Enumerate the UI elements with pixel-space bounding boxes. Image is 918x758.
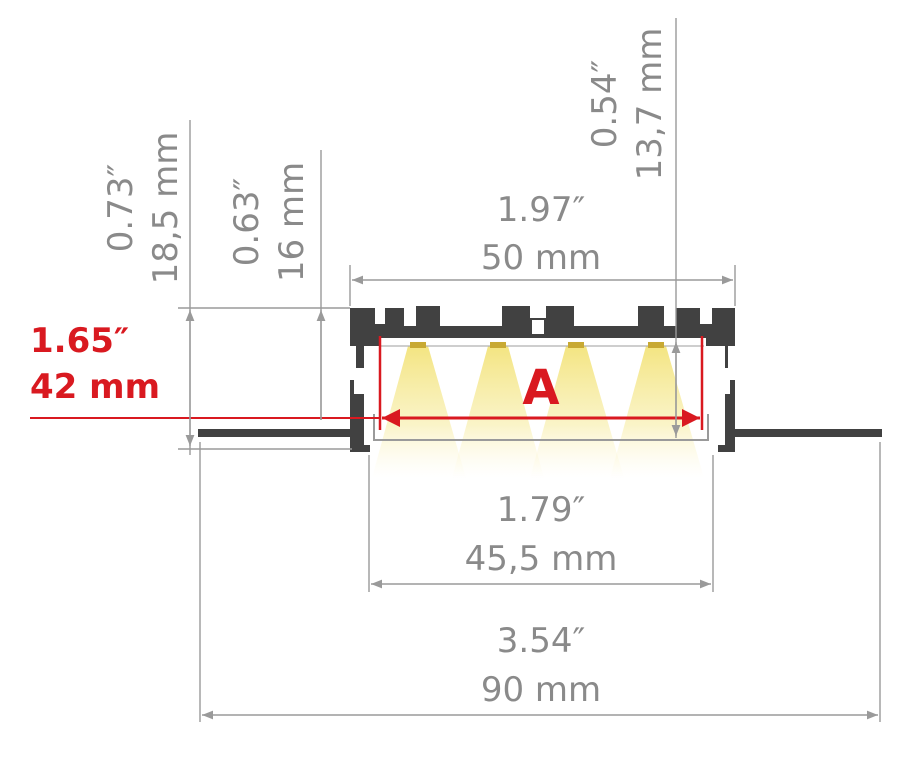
led-chip — [568, 342, 584, 348]
flange-width-mm: 90 mm — [481, 670, 601, 710]
light-beam — [372, 346, 466, 478]
profile-width-inch: 1.97″ — [497, 190, 585, 230]
flange-width-inch: 3.54″ — [497, 621, 585, 661]
profile-height-inch: 0.63″ — [227, 178, 267, 266]
diffuser-width-inch: 1.79″ — [497, 490, 585, 530]
left-flange — [198, 429, 354, 437]
led-chip — [648, 342, 664, 348]
led-depth-mm: 13,7 mm — [630, 28, 670, 181]
inner-width-mm: 42 mm — [30, 367, 160, 407]
profile-height-mm: 16 mm — [272, 162, 312, 282]
inner-label: A — [522, 360, 559, 416]
inner-width-inch: 1.65″ — [30, 321, 129, 361]
total-height-mm: 18,5 mm — [146, 132, 186, 285]
led-depth-inch: 0.54″ — [585, 60, 625, 148]
light-beam — [610, 346, 704, 478]
led-chip — [490, 342, 506, 348]
right-flange — [734, 429, 882, 437]
profile-width-mm: 50 mm — [481, 238, 601, 278]
total-height-inch: 0.73″ — [101, 164, 141, 252]
led-chips — [410, 342, 664, 348]
diffuser-width-mm: 45,5 mm — [465, 539, 618, 579]
aluminium-profile — [350, 306, 735, 452]
led-chip — [410, 342, 426, 348]
